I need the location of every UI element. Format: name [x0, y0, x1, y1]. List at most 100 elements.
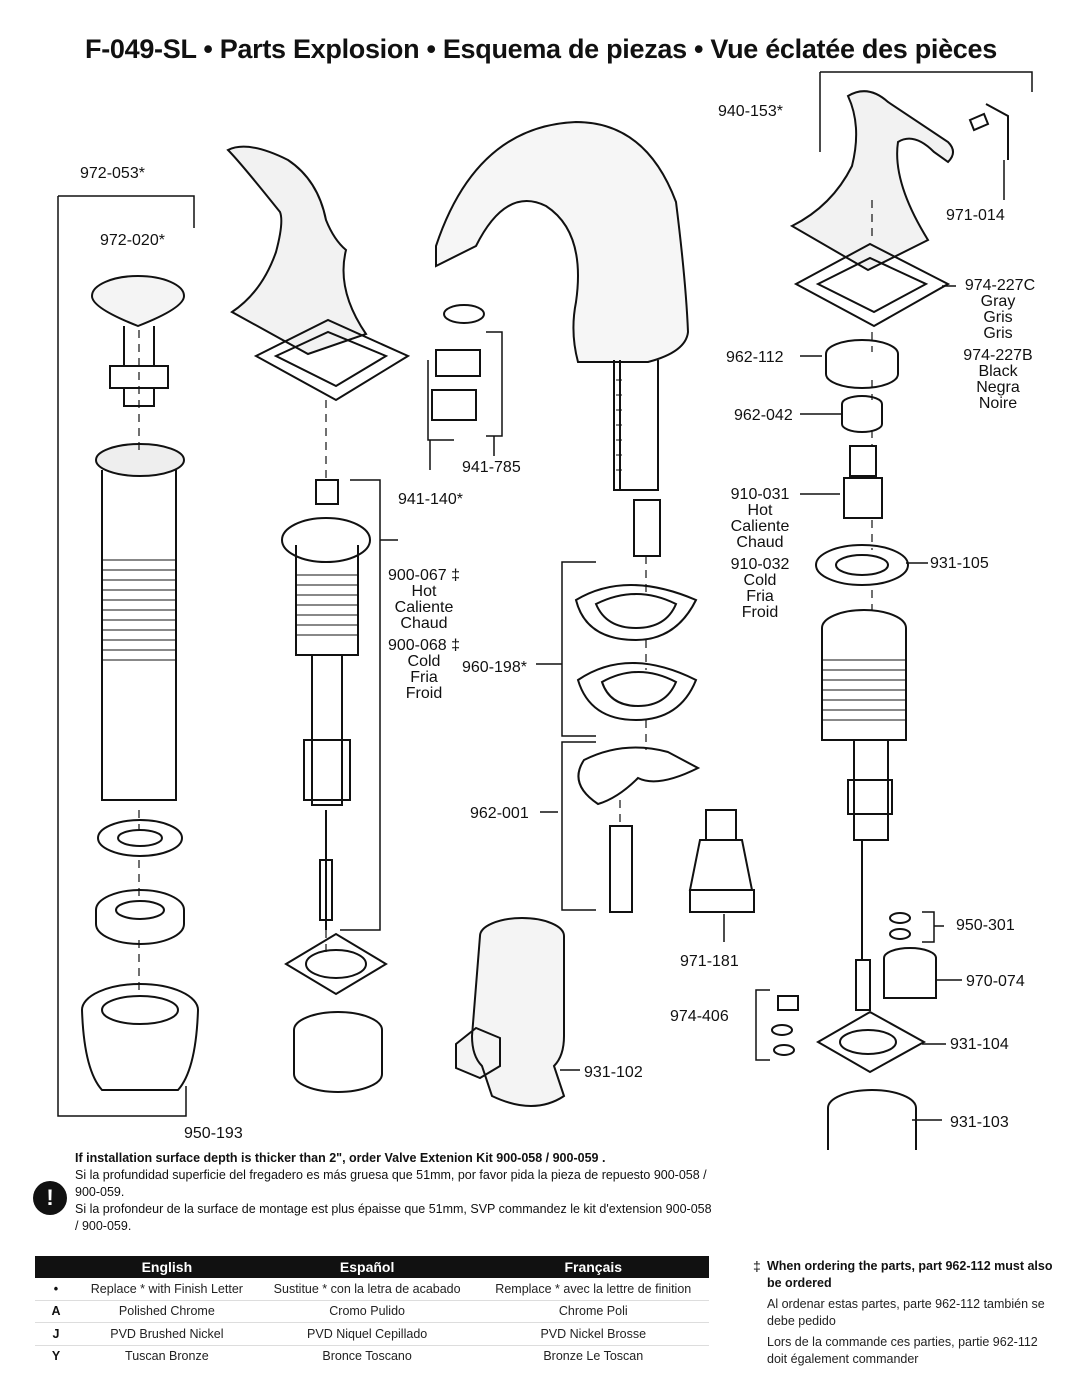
mounting-post: [609, 825, 633, 913]
installation-note: If installation surface depth is thicker…: [75, 1150, 715, 1235]
finish-table-header: English Español Français: [35, 1256, 709, 1278]
label-974-227c-es: Gris: [983, 309, 1012, 326]
spout-tube-end: [633, 499, 661, 557]
hose-adapter: [883, 947, 937, 999]
label-910-031: 910-031: [731, 486, 790, 503]
drain-body-flange: [94, 443, 186, 477]
spout-shank-thread: [616, 379, 622, 471]
drain-assembly: [57, 195, 200, 1117]
right-handle: [789, 90, 954, 272]
drain-bracket: [57, 195, 195, 1117]
left-valve-body: [280, 517, 372, 656]
header-english: English: [77, 1256, 257, 1278]
label-910-031-en: Hot: [748, 502, 773, 519]
label-900-067-fr: Chaud: [400, 615, 447, 632]
spout-gasket-top: [574, 584, 698, 642]
clip-bracket: [755, 989, 770, 1061]
label-974-227b-fr: Noire: [979, 395, 1017, 412]
order-note-spanish: Al ordenar estas partes, parte 962-112 t…: [767, 1297, 1045, 1328]
o-rings: [888, 912, 912, 940]
label-931-105: 931-105: [930, 555, 989, 572]
label-971-181: 971-181: [680, 953, 739, 970]
handle-bracket: [819, 71, 1033, 152]
note-french: Si la profondeur de la surface de montag…: [75, 1202, 712, 1233]
table-row: A Polished Chrome Cromo Pulido Chrome Po…: [35, 1300, 709, 1323]
part-labels: 940-153* 971-014 974-227C Gray Gris Gris…: [80, 103, 1035, 1142]
label-962-001: 962-001: [470, 805, 529, 822]
label-960-198: 960-198*: [462, 659, 527, 676]
valve-bracket: [340, 479, 398, 931]
drain-body-tube: [101, 470, 177, 801]
label-900-068-es: Fria: [410, 669, 438, 686]
spacer: [577, 746, 701, 806]
right-lock-nut: [827, 1089, 917, 1150]
note-spanish: Si la profundidad superficie del fregade…: [75, 1168, 707, 1199]
right-escutcheon: [793, 242, 951, 328]
label-974-227b-en: Black: [978, 363, 1018, 380]
label-940-153: 940-153*: [718, 103, 783, 120]
label-970-074: 970-074: [966, 973, 1025, 990]
label-910-032: 910-032: [731, 556, 790, 573]
label-972-053: 972-053*: [80, 165, 145, 182]
label-900-067: 900-067 ‡: [388, 567, 460, 584]
label-974-406: 974-406: [670, 1008, 729, 1025]
label-900-068: 900-068 ‡: [388, 637, 460, 654]
header-francais: Français: [477, 1256, 709, 1278]
note-english: If installation surface depth is thicker…: [75, 1151, 606, 1165]
warning-icon: !: [33, 1181, 67, 1215]
left-mounting-gasket: [284, 932, 388, 996]
order-note-french: Lors de la commande ces parties, partie …: [767, 1335, 1038, 1366]
center-centerline: [619, 556, 647, 826]
diverter-cartridge: [688, 809, 755, 913]
label-900-067-es: Caliente: [395, 599, 454, 616]
label-910-032-es: Fria: [746, 588, 774, 605]
page-title: F-049-SL • Parts Explosion • Esquema de …: [85, 34, 997, 64]
left-handle: [226, 145, 368, 356]
header-espanol: Español: [256, 1256, 478, 1278]
drain-friction-washer: [95, 889, 185, 945]
label-974-227b: 974-227B: [963, 347, 1032, 364]
drain-threads: [102, 559, 176, 661]
label-971-014: 971-014: [946, 207, 1005, 224]
spout-bracket: [536, 561, 596, 737]
table-row: J PVD Brushed Nickel PVD Niquel Cepillad…: [35, 1322, 709, 1346]
label-910-032-fr: Froid: [742, 604, 778, 621]
aerator-ring: [442, 304, 486, 324]
order-note-english: When ordering the parts, part 962-112 mu…: [767, 1259, 1053, 1290]
drain-gasket: [96, 819, 184, 857]
right-retaining-nut: [841, 395, 883, 433]
label-974-227c-en: Gray: [981, 293, 1016, 310]
drain-nut: [80, 983, 200, 1091]
aerator: [431, 349, 481, 421]
left-valve-stem: [315, 479, 339, 505]
order-note: ‡ When ordering the parts, part 962-112 …: [753, 1258, 1053, 1368]
label-974-227c: 974-227C: [965, 277, 1035, 294]
right-gasket: [814, 544, 910, 586]
label-974-227c-fr: Gris: [983, 325, 1012, 342]
clip-set: [770, 995, 799, 1056]
spout-gasket-bottom: [576, 662, 698, 722]
spacer-bracket: [561, 741, 596, 911]
right-bonnet-nut: [825, 339, 899, 389]
label-900-068-en: Cold: [408, 653, 441, 670]
right-supply-tube: [847, 740, 893, 1011]
dagger-symbol: ‡: [753, 1258, 761, 1274]
right-handle-valve: [540, 71, 1033, 1150]
leaders: [540, 160, 1005, 1121]
left-valve-threads: [296, 574, 358, 636]
label-941-785: 941-785: [462, 459, 521, 476]
label-974-227b-es: Negra: [976, 379, 1020, 396]
finish-table: English Español Français • Replace * wit…: [35, 1256, 709, 1367]
spout-assembly: [427, 120, 755, 1107]
label-962-112: 962-112: [726, 349, 784, 366]
right-cartridge: [843, 445, 883, 519]
orings-bracket: [922, 911, 944, 943]
aerator-bracket: [427, 331, 503, 470]
table-row: • Replace * with Finish Letter Sustitue …: [35, 1278, 709, 1301]
label-910-031-es: Caliente: [731, 518, 790, 535]
label-900-068-fr: Froid: [406, 685, 442, 702]
label-931-102: 931-102: [584, 1064, 643, 1081]
label-972-020: 972-020*: [100, 232, 165, 249]
label-962-042: 962-042: [734, 407, 793, 424]
right-valve-body: [821, 609, 907, 741]
